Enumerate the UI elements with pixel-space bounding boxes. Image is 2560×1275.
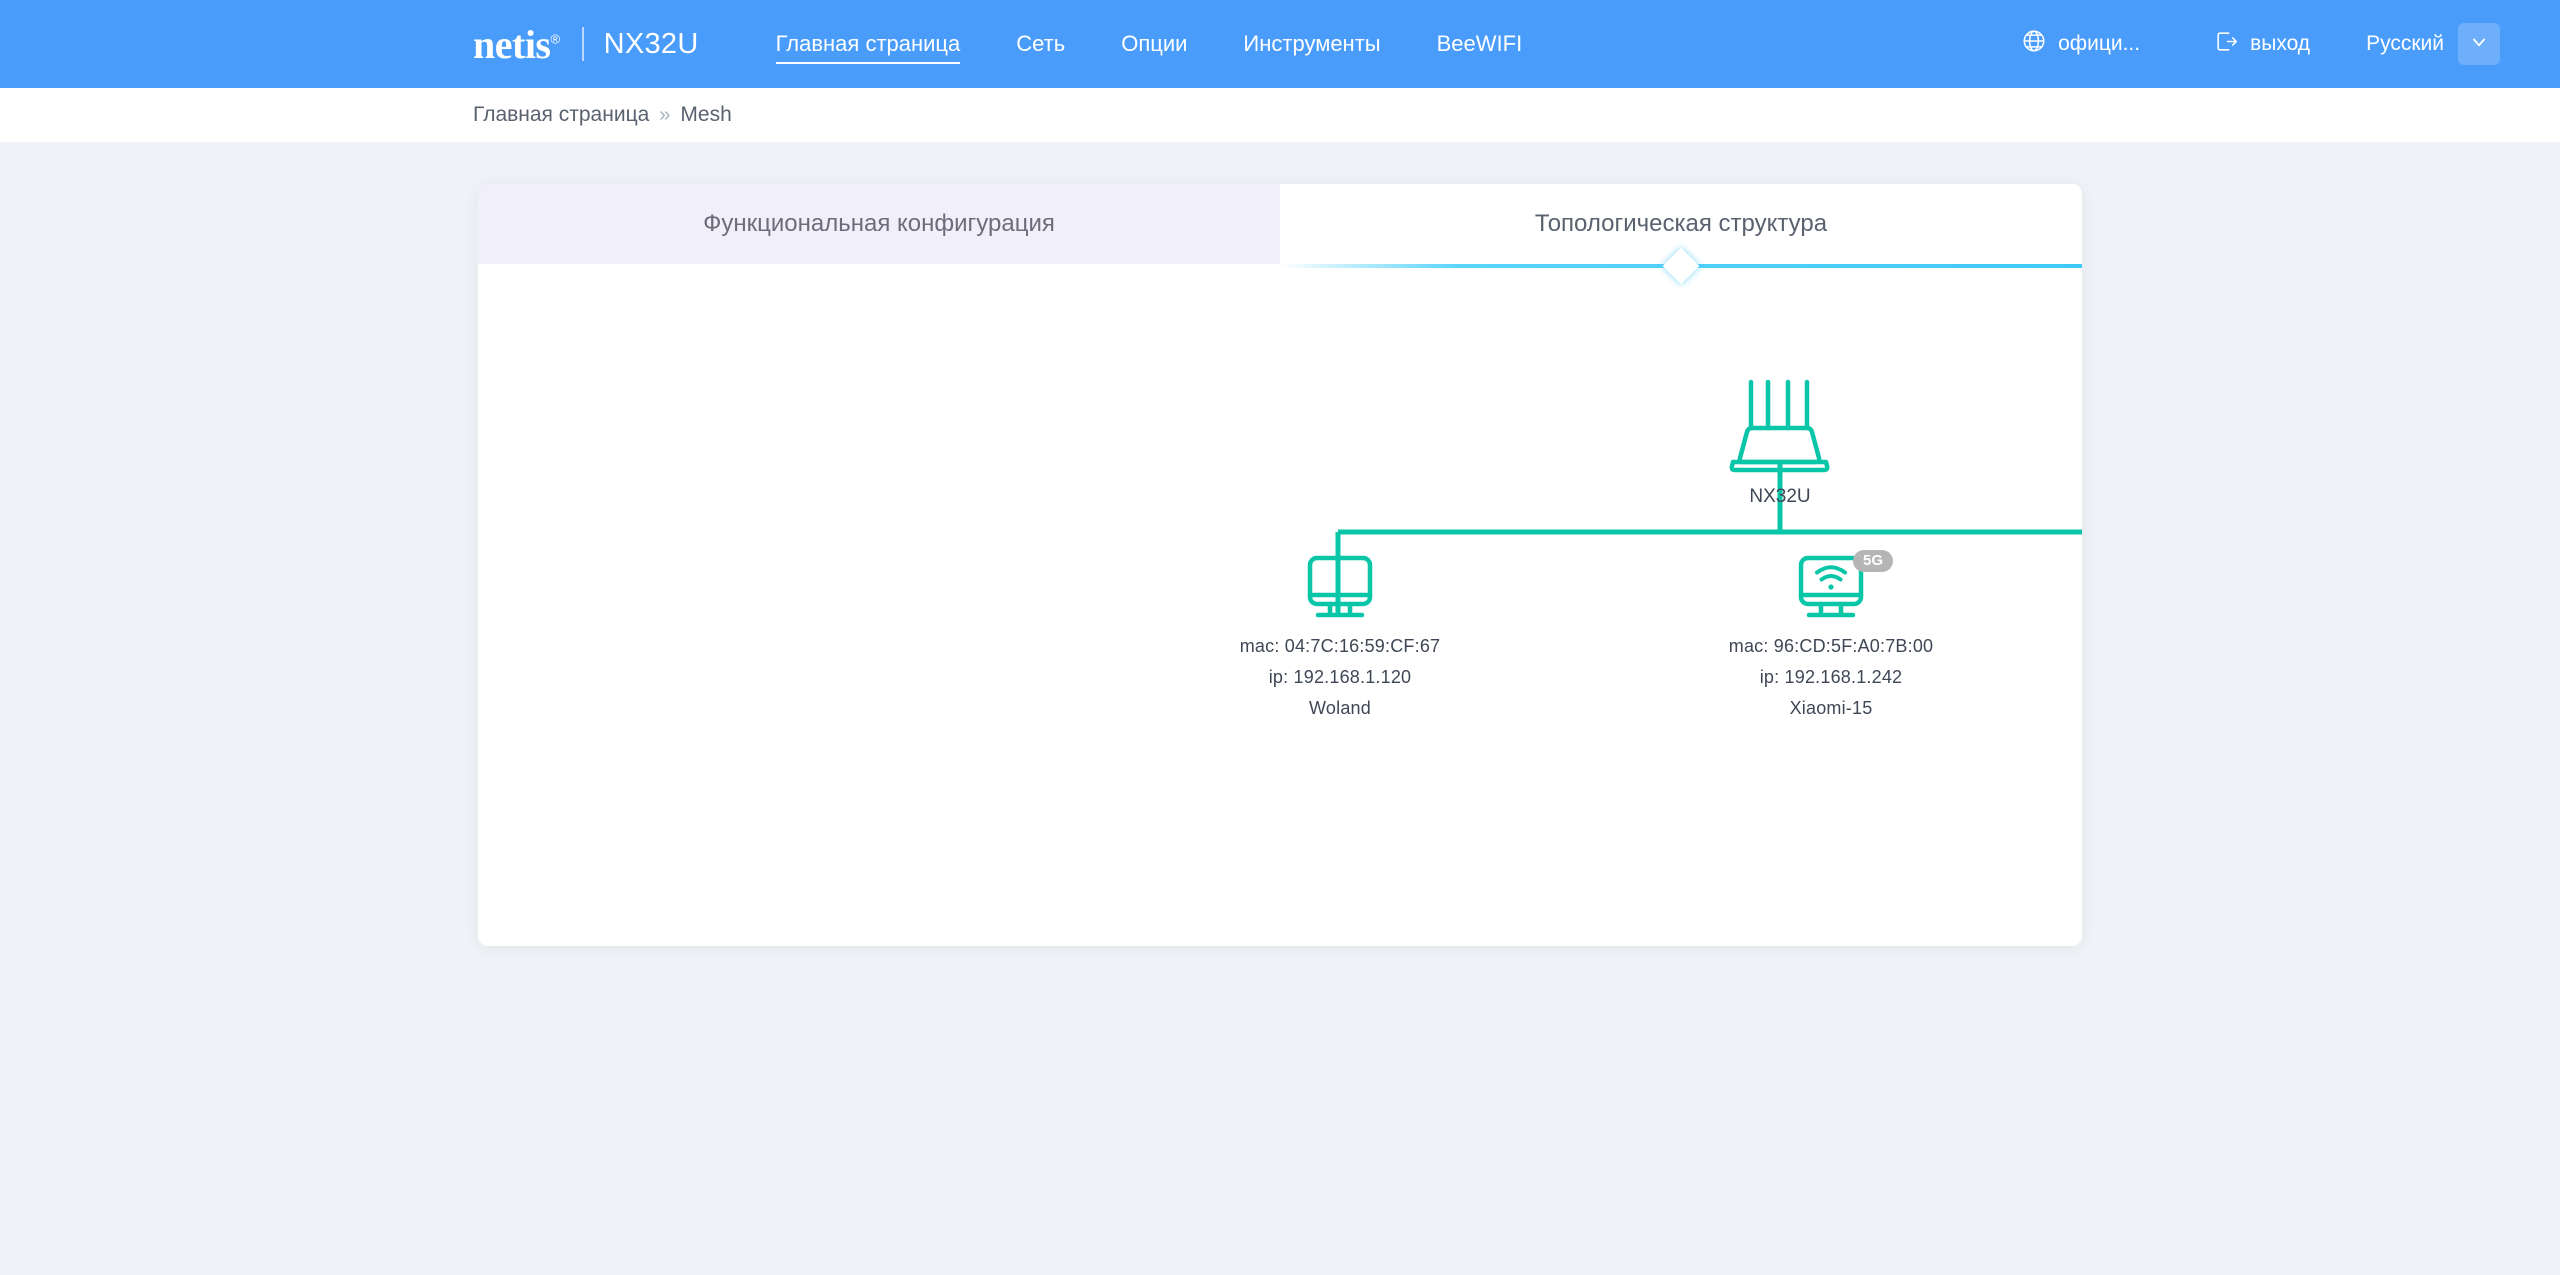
client-mac-label: mac: 96:CD:5F:A0:7B:00 bbox=[1728, 636, 1934, 656]
router-icon bbox=[1623, 372, 1937, 476]
device-model-label: NX32U bbox=[603, 27, 699, 60]
active-tab-indicator bbox=[1280, 264, 2082, 268]
brand-block: netis® NX32U bbox=[473, 21, 699, 68]
logout-button[interactable]: выход bbox=[2196, 29, 2328, 60]
netis-logo-text: netis bbox=[473, 21, 551, 67]
registered-mark-icon: ® bbox=[550, 31, 561, 47]
topology-node-client-2[interactable]: 5G mac: 96:CD:5F:A0:7B:00 ip: 192.168.1.… bbox=[1674, 550, 1988, 719]
header-utility-nav: офици... выход Русский bbox=[2003, 23, 2500, 65]
desktop-monitor-icon bbox=[1183, 552, 1497, 624]
breadcrumb-root[interactable]: Главная страница bbox=[473, 103, 650, 126]
client-ip-label: ip: 192.168.1.120 bbox=[1268, 667, 1412, 687]
monitor-wifi-icon: 5G bbox=[1674, 550, 1988, 624]
logout-icon bbox=[2214, 29, 2239, 60]
official-site-button[interactable]: офици... bbox=[2003, 28, 2158, 60]
breadcrumb-current: Mesh bbox=[680, 103, 732, 126]
breadcrumb: Главная страница » Mesh bbox=[473, 103, 732, 127]
netis-logo[interactable]: netis® bbox=[473, 21, 560, 68]
band-5g-badge: 5G bbox=[1852, 550, 1893, 572]
client-name-label: Xiaomi-15 bbox=[1789, 698, 1873, 718]
topology-diagram: NX32U mac: 04:7C:16:59:CF:67 ip: 192.168… bbox=[478, 264, 2082, 946]
nav-item-tools[interactable]: Инструменты bbox=[1243, 31, 1381, 56]
tab-bar: Функциональная конфигурация Топологическ… bbox=[478, 184, 2082, 264]
globe-icon bbox=[2021, 28, 2047, 60]
top-header-bar: netis® NX32U Главная страница Сеть Опции… bbox=[0, 0, 2560, 88]
topology-node-client-1[interactable]: mac: 04:7C:16:59:CF:67 ip: 192.168.1.120… bbox=[1183, 552, 1497, 719]
tab-functional-configuration[interactable]: Функциональная конфигурация bbox=[478, 184, 1280, 264]
tab-topology-structure[interactable]: Топологическая структура bbox=[1280, 184, 2082, 264]
chevron-down-icon bbox=[2469, 32, 2489, 57]
language-label[interactable]: Русский bbox=[2366, 32, 2444, 55]
client-name-label: Woland bbox=[1309, 698, 1371, 718]
client-mac-label: mac: 04:7C:16:59:CF:67 bbox=[1239, 636, 1441, 656]
nav-item-options[interactable]: Опции bbox=[1121, 31, 1188, 56]
nav-item-beewifi[interactable]: BeeWIFI bbox=[1436, 31, 1523, 56]
breadcrumb-separator-icon: » bbox=[659, 103, 671, 126]
breadcrumb-bar: Главная страница » Mesh bbox=[0, 88, 2560, 142]
official-site-label: офици... bbox=[2058, 32, 2141, 55]
nav-item-home[interactable]: Главная страница bbox=[748, 0, 989, 88]
mesh-panel-card: Функциональная конфигурация Топологическ… bbox=[478, 184, 2082, 946]
language-dropdown-button[interactable] bbox=[2458, 23, 2500, 65]
main-navigation: Главная страница Сеть Опции Инструменты … bbox=[748, 0, 1551, 88]
client-ip-label: ip: 192.168.1.242 bbox=[1759, 667, 1903, 687]
brand-divider bbox=[581, 27, 584, 61]
topology-node-router[interactable]: NX32U bbox=[1623, 372, 1937, 508]
router-name-label: NX32U bbox=[1749, 486, 1811, 507]
nav-item-network[interactable]: Сеть bbox=[1016, 31, 1066, 56]
logout-label: выход bbox=[2250, 32, 2311, 55]
